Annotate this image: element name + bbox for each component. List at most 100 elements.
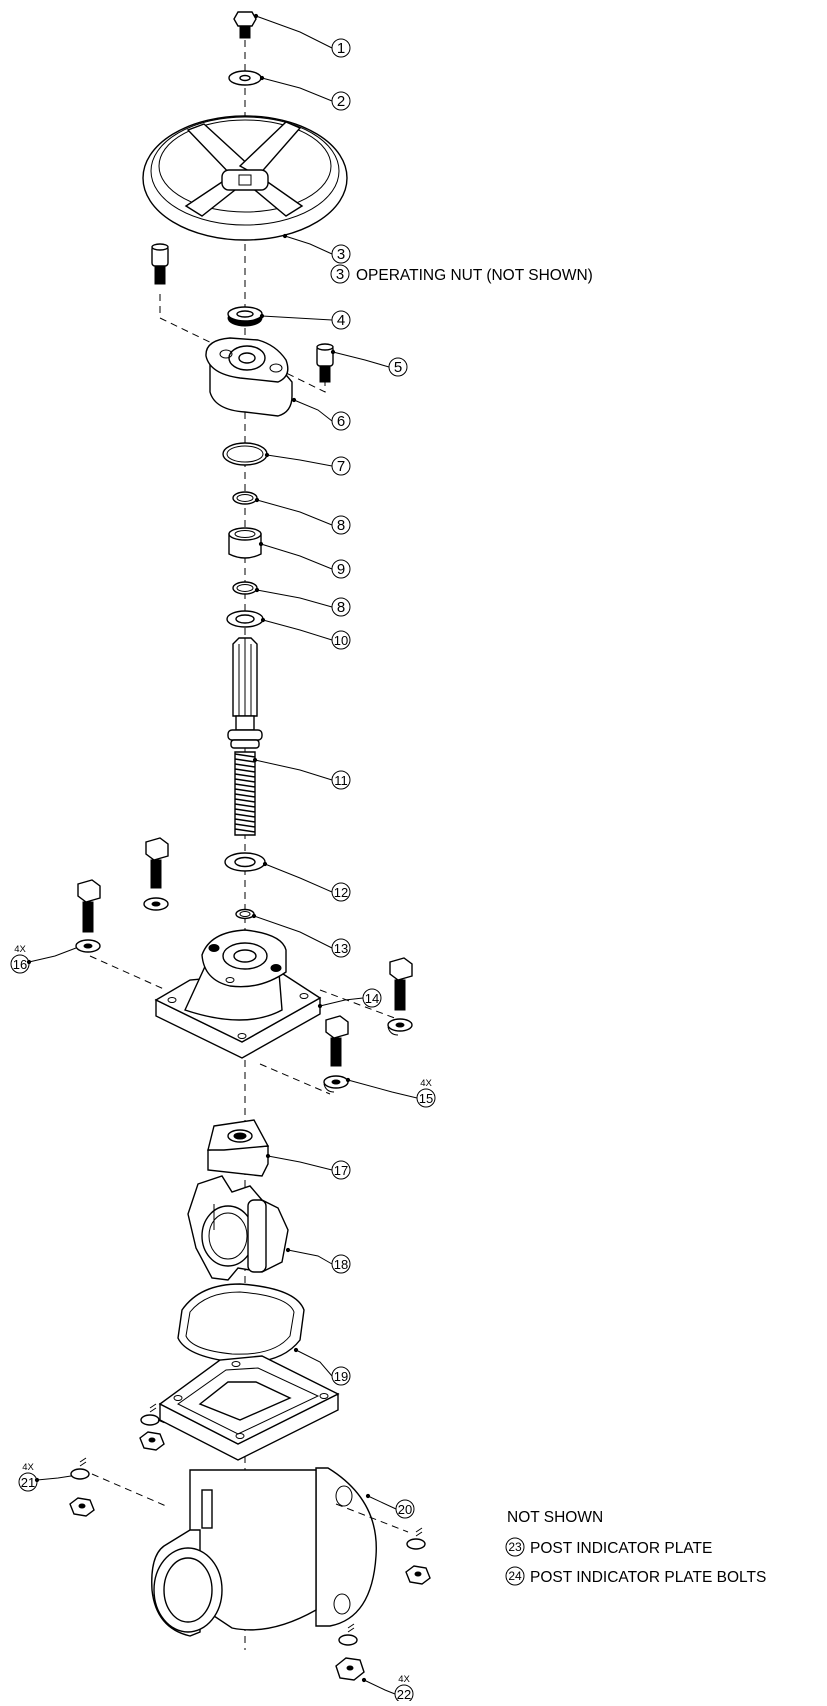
callout-arrow-tip (282, 233, 288, 239)
callout-17: 17 (265, 1153, 351, 1180)
callout-arrow-tip (361, 1677, 367, 1683)
callout-leader (367, 1495, 397, 1510)
not-shown-item-23-text: POST INDICATOR PLATE (530, 1540, 712, 1557)
part-16-bolt-left-inner (143, 837, 169, 911)
callout-leader (254, 759, 333, 781)
not-shown-item-24-number: 24 (508, 1569, 522, 1583)
callout-quantity: 4X (398, 1674, 410, 1685)
callout-bubble (416, 1088, 436, 1108)
callout-bubble (331, 38, 351, 58)
callout-number: 15 (419, 1091, 433, 1106)
part-14-bonnet (154, 929, 322, 1059)
callout-leader (256, 589, 333, 608)
part-11-stem (227, 637, 263, 836)
callout-arrow-tip (259, 75, 265, 81)
part-5-screw-left (151, 243, 169, 285)
callout-leader (261, 77, 333, 102)
callout-arrow-tip (293, 1347, 299, 1353)
callout-number: 2 (337, 93, 345, 110)
callout-13: 13 (251, 913, 351, 958)
part-15-bolt-right-inner (323, 1015, 349, 1093)
operating-nut-note: 3 OPERATING NUT (NOT SHOWN) (330, 264, 593, 284)
callout-bubble (331, 630, 351, 650)
callout-arrow-tip (317, 1003, 323, 1009)
callout-layer: 12345678981011121314154X164X17181920214X… (10, 13, 436, 1704)
part-5-screw-right (316, 343, 334, 383)
part-10-thrust-washer (226, 610, 264, 628)
callout-leader (262, 619, 333, 641)
callout-19: 19 (293, 1347, 351, 1386)
part-2-washer (228, 70, 262, 86)
callout-arrow-tip (254, 497, 260, 503)
callout-number: 10 (334, 633, 348, 648)
callout-number: 5 (394, 359, 402, 376)
callout-11: 11 (252, 757, 351, 790)
callout-number: 14 (365, 991, 379, 1006)
callout-leader (319, 997, 364, 1007)
callout-bubble (331, 938, 351, 958)
callout-leader (28, 947, 77, 963)
callout-quantity: 4X (420, 1078, 432, 1089)
callout-number: 20 (398, 1502, 412, 1517)
callout-leader (256, 499, 333, 526)
callout-leader (253, 915, 333, 949)
callout-number: 1 (337, 40, 345, 57)
part-3-handwheel (142, 115, 348, 241)
part-20-valve-body (151, 1355, 377, 1637)
callout-arrow-tip (330, 349, 336, 355)
callout-number: 8 (337, 517, 345, 534)
callout-number: 8 (337, 599, 345, 616)
callout-number: 12 (334, 885, 348, 900)
part-18-wedge (187, 1175, 289, 1281)
callout-bubble (331, 770, 351, 790)
callout-arrow-tip (259, 313, 265, 319)
callout-10: 10 (260, 617, 351, 650)
callout-number: 22 (397, 1687, 411, 1701)
callout-bubble (388, 357, 408, 377)
part-9-sleeve (228, 527, 262, 559)
callout-leader (260, 543, 333, 570)
callout-9: 9 (258, 541, 351, 579)
callout-5: 5 (330, 349, 408, 377)
callout-20: 20 (365, 1493, 415, 1519)
callout-6: 6 (291, 397, 351, 431)
callout-bubble (18, 1472, 38, 1492)
part-22-bolt-nut-upper (405, 1527, 431, 1585)
not-shown-item-23-number: 23 (508, 1540, 522, 1554)
part-22-bolt-nut-lower (335, 1623, 365, 1681)
part-4-bushing (227, 306, 263, 327)
callout-bubble (331, 91, 351, 111)
bolt-alignment-line-left (89, 955, 167, 991)
bolt-alignment-line-bottom (259, 1063, 331, 1095)
callout-arrow-tip (285, 1247, 291, 1253)
stem-thread (234, 751, 256, 836)
callout-bubble (10, 954, 30, 974)
not-shown-list: NOT SHOWN 23 POST INDICATOR PLATE 24 POS… (505, 1509, 766, 1586)
operating-nut-note-number: 3 (336, 266, 344, 283)
callout-bubble (331, 244, 351, 264)
callout-leader (255, 15, 333, 49)
screw-alignment-line-right (275, 367, 326, 393)
callout-leader (266, 454, 333, 467)
callout-bubble (331, 515, 351, 535)
callout-leader (36, 1475, 72, 1481)
callout-8: 8 (254, 497, 351, 535)
part-1-top-bolt (233, 11, 257, 39)
part-15-bolt-right-outer (387, 957, 413, 1036)
part-6-stuffing-box (205, 337, 293, 417)
bolt-alignment-line-right (319, 989, 401, 1021)
part-8-o-ring-lower (232, 581, 258, 595)
callout-arrow-tip (254, 587, 260, 593)
callout-number: 11 (334, 773, 348, 788)
callout-bubble (331, 310, 351, 330)
callout-bubble (331, 882, 351, 902)
callout-leader (363, 1679, 396, 1695)
callout-arrow-tip (345, 1077, 351, 1083)
not-shown-item-24-text: POST INDICATOR PLATE BOLTS (530, 1569, 766, 1586)
callout-bubble (331, 1254, 351, 1274)
body-bolt-alignment-lower (91, 1473, 167, 1507)
